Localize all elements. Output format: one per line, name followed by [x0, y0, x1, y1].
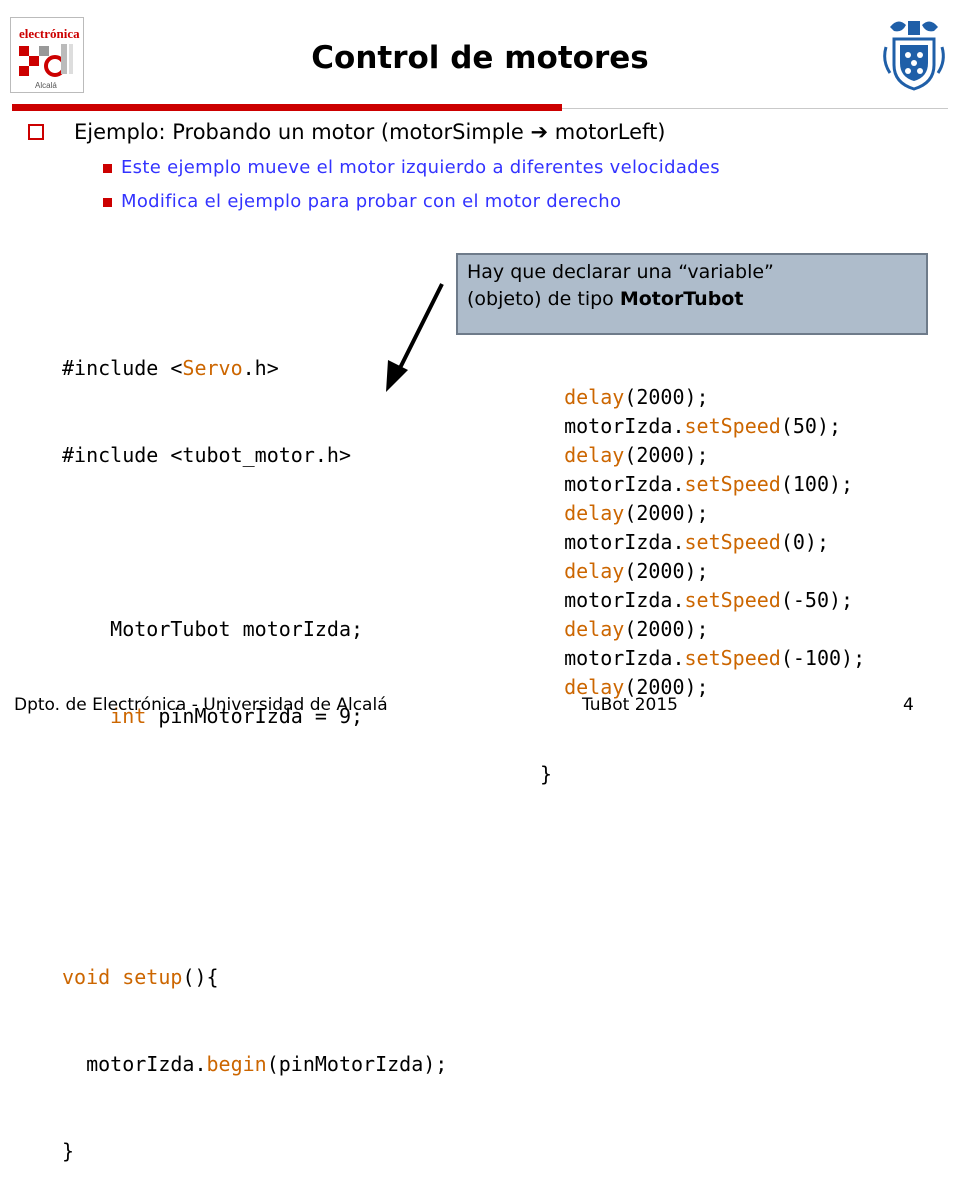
code-text: (50); [780, 414, 842, 438]
university-coat-of-arms-icon [878, 17, 950, 91]
code-line: delay(2000); [540, 673, 865, 702]
code-line: motorIzda.setSpeed(0); [540, 528, 865, 557]
code-line: motorIzda.begin(pinMotorIzda); [62, 1050, 447, 1079]
code-text: } [62, 1139, 75, 1163]
title-underline-grey [562, 108, 948, 109]
code-text: motorIzda. [564, 414, 685, 438]
code-function: delay [564, 559, 625, 583]
code-line: #include <Servo.h> [62, 354, 447, 383]
code-function: setSpeed [684, 472, 781, 496]
slide-title: Control de motores [311, 40, 649, 76]
code-text: motorIzda. [62, 1052, 207, 1076]
sub-bullet-text: Este ejemplo mueve el motor izquierdo a … [121, 157, 720, 178]
footer-course: TuBot 2015 [582, 695, 678, 715]
code-text: MotorTubot motorIzda; [62, 617, 364, 641]
code-line: motorIzda.setSpeed(100); [540, 470, 865, 499]
svg-text:Alcalá: Alcalá [35, 81, 57, 90]
code-text: motorIzda. [564, 530, 685, 554]
square-bullet-icon [103, 198, 112, 207]
code-text: #include <tubot_motor.h> [62, 443, 351, 467]
code-text: motorIzda. [564, 646, 685, 670]
square-bullet-icon [103, 164, 112, 173]
title-underline-red [12, 104, 562, 111]
code-line: } [540, 760, 865, 789]
code-text: (2000); [624, 443, 709, 467]
electronica-department-logo: electrónica Alcalá [10, 17, 84, 93]
code-text: motorIzda. [564, 472, 685, 496]
code-text: (2000); [624, 385, 709, 409]
code-text: (-50); [780, 588, 854, 612]
code-line: motorIzda.setSpeed(50); [540, 412, 865, 441]
code-text: (100); [780, 472, 854, 496]
code-function: setup [122, 965, 183, 989]
code-function: setSpeed [684, 530, 781, 554]
code-keyword: void [62, 965, 111, 989]
code-line-empty [62, 789, 447, 818]
sub-bullet-text: Modifica el ejemplo para probar con el m… [121, 191, 622, 212]
code-line: delay(2000); [540, 615, 865, 644]
code-function: delay [564, 385, 625, 409]
code-text: (2000); [624, 559, 709, 583]
code-text: (){ [182, 965, 219, 989]
code-line-empty [62, 528, 447, 557]
code-line: } [62, 1137, 447, 1166]
code-text: (2000); [624, 617, 709, 641]
code-function: begin [206, 1052, 267, 1076]
code-line: MotorTubot motorIzda; [62, 615, 447, 644]
callout-bold-text: MotorTubot [619, 288, 744, 310]
code-line: motorIzda.setSpeed(-50); [540, 586, 865, 615]
code-function: delay [564, 443, 625, 467]
code-text: motorIzda. [564, 588, 685, 612]
code-function: delay [564, 617, 625, 641]
code-line-empty [62, 876, 447, 905]
code-function: setSpeed [684, 646, 781, 670]
callout-box: Hay que declarar una “variable” (objeto)… [456, 253, 928, 335]
code-function: delay [564, 675, 625, 699]
code-function: delay [564, 501, 625, 525]
code-text: (-100); [780, 646, 866, 670]
code-text: (0); [780, 530, 830, 554]
code-line: void setup(){ [62, 963, 447, 992]
code-line: delay(2000); [540, 383, 865, 412]
code-text: (2000); [624, 675, 709, 699]
footer-page-number: 4 [903, 695, 914, 715]
code-line: delay(2000); [540, 499, 865, 528]
code-text: (pinMotorIzda); [266, 1052, 448, 1076]
callout-line-1: Hay que declarar una “variable” [467, 261, 774, 283]
code-line: motorIzda.setSpeed(-100); [540, 644, 865, 673]
callout-text: (objeto) de tipo [467, 288, 620, 310]
code-function: setSpeed [684, 588, 781, 612]
code-function: Servo [182, 356, 243, 380]
svg-text:electrónica: electrónica [19, 26, 80, 41]
code-line: delay(2000); [540, 441, 865, 470]
code-text: .h> [242, 356, 279, 380]
code-line: delay(2000); [540, 557, 865, 586]
code-text: } [540, 762, 553, 786]
hollow-square-bullet-icon [28, 124, 44, 140]
code-block-setup: #include <Servo.h> #include <tubot_motor… [62, 296, 447, 1195]
code-text: (2000); [624, 501, 709, 525]
main-bullet-text: Ejemplo: Probando un motor (motorSimple … [74, 120, 666, 144]
code-function: setSpeed [684, 414, 781, 438]
code-line: #include <tubot_motor.h> [62, 441, 447, 470]
footer-department: Dpto. de Electrónica - Universidad de Al… [14, 695, 388, 715]
code-text: #include < [62, 356, 183, 380]
callout-line-2: (objeto) de tipo MotorTubot [467, 286, 926, 313]
electronica-logo-icon: electrónica Alcalá [19, 26, 80, 90]
